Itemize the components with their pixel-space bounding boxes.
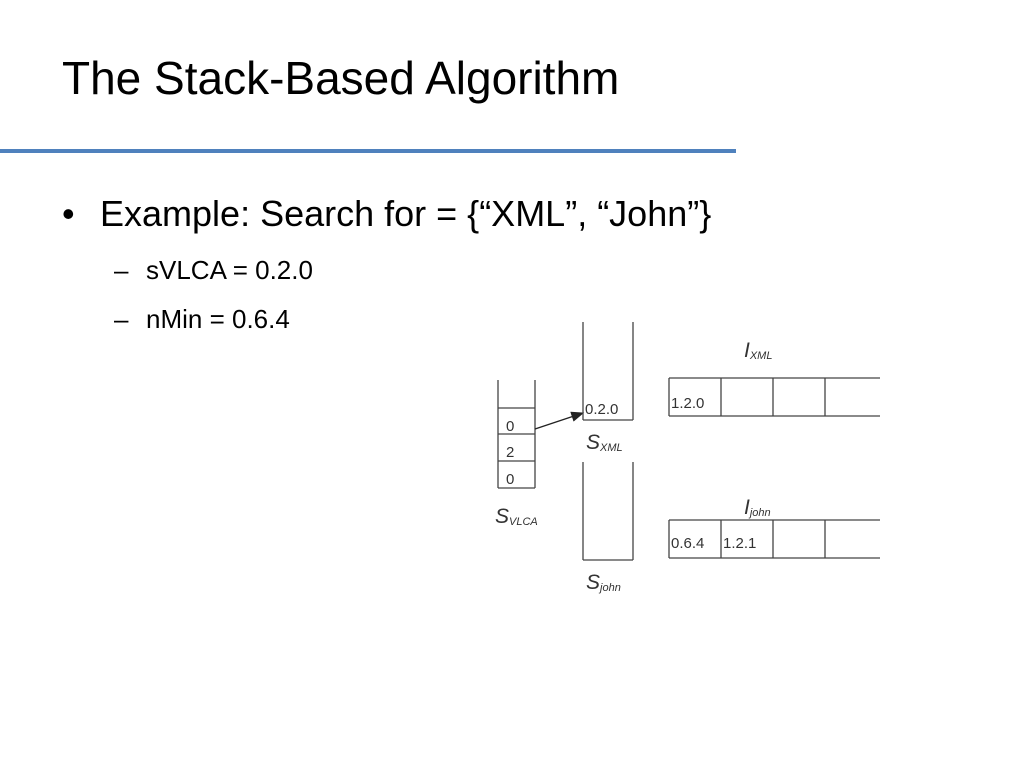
sjohn-label-sub: john: [598, 582, 621, 594]
ixml-label-sub: XML: [749, 350, 773, 362]
main-bullet-text: Example: Search for = {“XML”, “John”}: [100, 193, 712, 234]
sub-bullet-text: nMin = 0.6.4: [146, 304, 290, 334]
sjohn-label-main: S: [586, 571, 600, 594]
ijohn-label: Ijohn: [744, 496, 771, 519]
ixml-label-main: I: [744, 339, 750, 362]
title-divider: [0, 149, 736, 153]
sub-bullet-svlca: –sVLCA = 0.2.0: [114, 254, 313, 286]
bullet-marker: •: [62, 193, 75, 234]
sjohn-label: Sjohn: [586, 571, 621, 594]
ijohn-cell: 1.2.1: [723, 535, 756, 552]
sxml-label: SXML: [586, 431, 623, 454]
ijohn-list: [668, 519, 880, 559]
ixml-label: IXML: [744, 339, 772, 362]
svlca-cell: 0: [506, 471, 514, 488]
sub-bullet-nmin: –nMin = 0.6.4: [114, 303, 290, 335]
ijohn-label-main: I: [744, 496, 750, 519]
ixml-cell: 1.2.0: [671, 395, 704, 412]
svlca-label-main: S: [495, 505, 509, 528]
sxml-stack: [582, 322, 634, 421]
sub-bullet-marker: –: [114, 304, 129, 334]
ijohn-cell: 0.6.4: [671, 535, 704, 552]
svlca-cell: 2: [506, 444, 514, 461]
main-bullet: • Example: Search for = {“XML”, “John”}: [62, 192, 711, 236]
pointer-arrow: [534, 411, 585, 430]
sxml-label-sub: XML: [599, 442, 623, 454]
sub-bullet-text: sVLCA = 0.2.0: [146, 255, 313, 285]
ijohn-label-sub: john: [748, 507, 771, 519]
ixml-list: [668, 377, 880, 417]
svlca-label: SVLCA: [495, 505, 538, 528]
slide-title: The Stack-Based Algorithm: [62, 52, 620, 104]
sub-bullet-marker: –: [114, 255, 129, 285]
svlca-cell: 0: [506, 418, 514, 435]
svlca-label-sub: VLCA: [509, 516, 538, 528]
sjohn-stack: [582, 462, 634, 561]
sxml-label-main: S: [586, 431, 600, 454]
svlca-stack: [497, 380, 536, 489]
sxml-top-value: 0.2.0: [585, 401, 618, 418]
